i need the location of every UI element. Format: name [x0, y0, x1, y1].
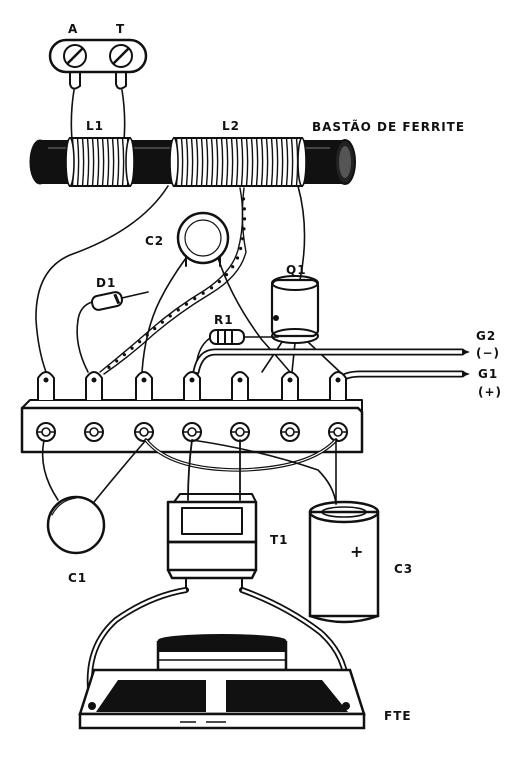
diode-d1	[76, 291, 149, 373]
c1-label: C1	[68, 571, 87, 585]
l2-label: L2	[222, 119, 240, 133]
d1-label: D1	[96, 276, 116, 290]
terminal-lug	[183, 371, 201, 400]
terminal-lug	[135, 371, 153, 400]
ground-label: T	[116, 22, 125, 36]
terminal-screw	[280, 422, 300, 442]
terminal-screw	[182, 422, 202, 442]
l1-label: L1	[86, 119, 104, 133]
ferrite-rod-label: BASTÃO DE FERRITE	[312, 119, 465, 134]
coil-l1	[65, 137, 135, 187]
transistor-q1	[261, 275, 341, 373]
speaker-label: FTE	[384, 709, 412, 723]
c3-plus-sign: +	[350, 542, 364, 561]
c2-label: C2	[145, 234, 164, 248]
g2-label: G2	[476, 329, 496, 343]
transformer-t1	[166, 493, 258, 591]
coil-l2	[169, 137, 307, 187]
g1-polarity: (+)	[478, 385, 502, 399]
g2-polarity: (−)	[476, 346, 500, 360]
r1-label: R1	[214, 313, 234, 327]
q1-label: Q1	[286, 263, 307, 277]
terminal-screw	[328, 422, 348, 442]
antenna-ground-terminal	[48, 38, 148, 90]
g1-label: G1	[478, 367, 498, 381]
capacitor-c3	[308, 500, 380, 624]
antenna-label: A	[68, 22, 78, 36]
capacitor-c1	[46, 495, 106, 555]
terminal-screw	[36, 422, 56, 442]
terminal-lug	[37, 371, 55, 400]
terminal-lug	[329, 371, 347, 400]
terminal-lug	[231, 371, 249, 400]
terminal-strip	[20, 371, 364, 454]
terminal-lug	[281, 371, 299, 400]
terminal-screw	[230, 422, 250, 442]
c3-label: C3	[394, 562, 413, 576]
resistor-r1	[195, 329, 279, 373]
battery-lead-g2	[192, 348, 470, 376]
terminal-screw	[134, 422, 154, 442]
speaker-fte	[78, 587, 366, 730]
terminal-lug	[85, 371, 103, 400]
capacitor-c2	[176, 211, 230, 267]
terminal-screw	[84, 422, 104, 442]
t1-label: T1	[270, 533, 289, 547]
battery-lead-g1	[336, 370, 470, 384]
